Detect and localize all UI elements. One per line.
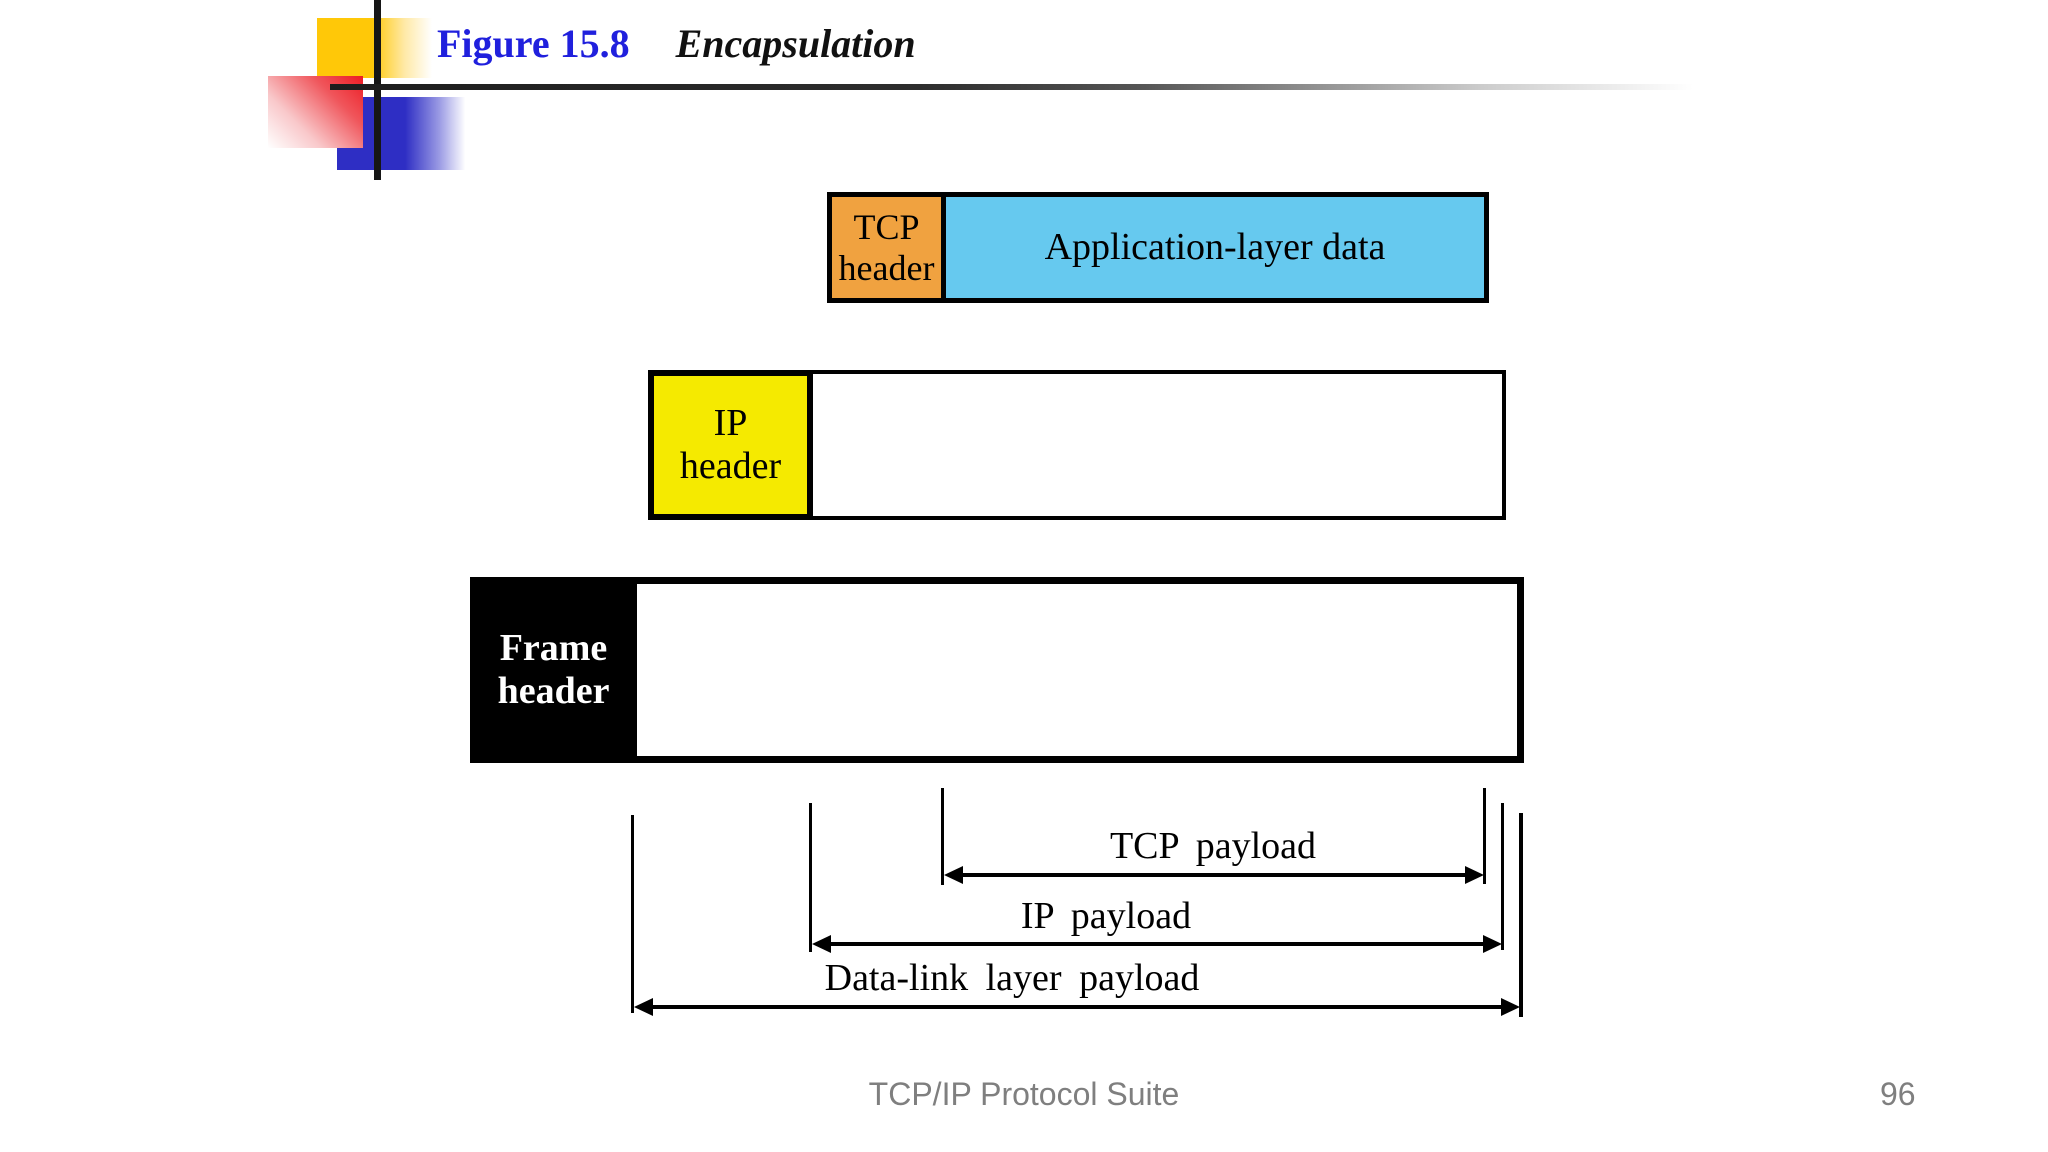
guide-line-ip-left: [809, 803, 812, 952]
arrow-shaft: [831, 942, 1483, 946]
ip-header-box: IP header: [648, 370, 813, 520]
ip-header-label-line2: header: [679, 445, 782, 487]
title-divider-rule: [330, 84, 1735, 90]
frame-row: Frame header: [470, 577, 1524, 763]
frame-header-box: Frame header: [470, 577, 637, 763]
ip-datagram-row: IP header: [648, 370, 1506, 520]
arrowhead-left-icon: [634, 998, 653, 1016]
deco-vertical-line: [374, 0, 381, 180]
tcp-header-box: TCP header: [827, 192, 946, 303]
ip-header-label-line1: IP: [713, 402, 748, 445]
ip-payload-arrow: [812, 935, 1502, 953]
page-number: 96: [1880, 1076, 1916, 1112]
tcp-payload-label: TCP payload: [1109, 825, 1317, 867]
figure-title-text: Encapsulation: [675, 21, 916, 66]
footer-title: TCP/IP Protocol Suite: [868, 1076, 1180, 1112]
guide-line-frame-right: [1519, 813, 1523, 1017]
tcp-header-label-line2: header: [838, 247, 935, 288]
guide-line-ip-right: [1501, 803, 1504, 950]
arrow-shaft: [653, 1005, 1501, 1009]
frame-header-label-line2: header: [497, 670, 610, 712]
frame-payload-box: [637, 584, 1517, 756]
ip-payload-box: [813, 370, 1506, 520]
datalink-payload-label: Data-link layer payload: [824, 957, 1200, 999]
guide-line-tcp-left: [941, 788, 944, 885]
guide-line-tcp-right: [1483, 788, 1486, 884]
slide-title: Figure 15.8 Encapsulation: [437, 20, 916, 67]
tcp-segment-row: TCP header Application-layer data: [827, 192, 1489, 303]
arrowhead-right-icon: [1465, 866, 1484, 884]
tcp-header-label-line1: TCP: [853, 207, 920, 248]
datalink-payload-arrow: [634, 998, 1520, 1016]
arrowhead-left-icon: [944, 866, 963, 884]
frame-header-label-line1: Frame: [499, 627, 608, 670]
arrow-shaft: [963, 873, 1465, 877]
arrowhead-right-icon: [1483, 935, 1502, 953]
arrowhead-right-icon: [1501, 998, 1520, 1016]
application-data-label: Application-layer data: [1044, 226, 1386, 269]
tcp-payload-arrow: [944, 866, 1484, 884]
application-data-box: Application-layer data: [946, 192, 1489, 303]
ip-payload-label: IP payload: [1020, 895, 1192, 937]
figure-number-label: Figure 15.8: [437, 21, 630, 66]
guide-line-datalink-left: [631, 815, 634, 1013]
arrowhead-left-icon: [812, 935, 831, 953]
